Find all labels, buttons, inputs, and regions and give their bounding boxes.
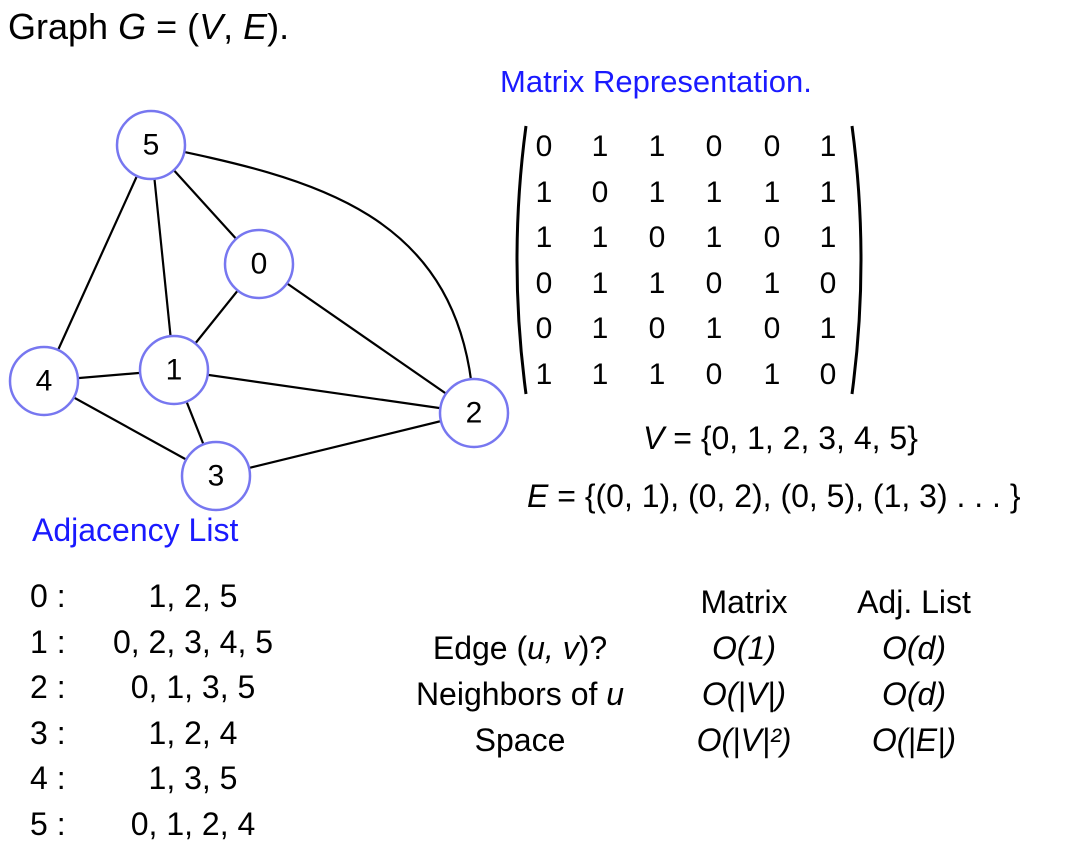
- matrix-cell-5-3: 0: [705, 357, 723, 391]
- graph-edges: [42, 143, 476, 478]
- edge-0-2: [258, 263, 475, 414]
- vertex-set: V = {0, 1, 2, 3, 4, 5}: [643, 420, 918, 456]
- edge-2-5: [150, 143, 476, 414]
- matrix-title: Matrix Representation.: [500, 64, 812, 99]
- matrix-cell-2-0: 1: [535, 221, 553, 254]
- graph-nodes: 0 1 2 3 4 5: [8, 109, 510, 512]
- matrix-cell-0-4: 0: [763, 130, 781, 163]
- matrix-cell-1-3: 1: [705, 175, 723, 209]
- matrix-cell-4-0: 0: [535, 312, 553, 345]
- node-2: 2: [438, 377, 510, 449]
- node-4-label: 4: [36, 365, 53, 398]
- adjacency-matrix: 0 1 1 0 0 1 1 0 1 1 1 1 1 1 0 1 0 1 0 1 1 0 1 0 0 1 0 1 0 1 1 1 1 0 1 0: [506, 124, 872, 396]
- node-5: 5: [115, 109, 187, 181]
- matrix-cell-2-2: 0: [648, 221, 666, 254]
- adjacency-key: 4 :: [30, 760, 66, 796]
- matrix-cell-5-5: 0: [819, 357, 837, 391]
- node-3: 3: [180, 440, 252, 512]
- complexity-matrix-cost: O(|V|): [701, 676, 787, 712]
- adjacency-key: 2 :: [30, 669, 66, 705]
- complexity-matrix-cost: O(|V|²): [696, 722, 792, 758]
- complexity-list-cost: O(|E|): [871, 722, 957, 758]
- matrix-cell-1-0: 1: [535, 175, 553, 209]
- complexity-row-label: Edge (u, v)?: [432, 630, 608, 666]
- adjacency-key: 3 :: [30, 714, 66, 751]
- matrix-cell-4-3: 1: [705, 312, 723, 345]
- complexity-row-label: Space: [474, 722, 566, 758]
- matrix-cell-3-0: 0: [535, 266, 553, 300]
- matrix-cell-5-4: 1: [763, 357, 781, 391]
- adjacency-key: 0 :: [30, 578, 66, 614]
- adjacency-neighbors: 1, 3, 5: [148, 760, 238, 796]
- matrix-cell-2-1: 1: [591, 221, 609, 254]
- matrix-cell-3-5: 0: [819, 266, 837, 300]
- node-0-label: 0: [251, 248, 268, 281]
- matrix-cell-1-5: 1: [819, 175, 837, 209]
- matrix-grid: 0 1 1 0 0 1 1 0 1 1 1 1 1 1 0 1 0 1 0 1 1 0 1 0 0 1 0 1 0 1 1 1 1 0 1 0: [528, 124, 850, 396]
- node-5-label: 5: [143, 129, 160, 162]
- node-2-circle: [438, 377, 510, 449]
- node-1-label: 1: [166, 354, 183, 387]
- adjacency-neighbors: 0, 1, 2, 4: [130, 805, 256, 842]
- matrix-cell-5-0: 1: [535, 357, 553, 391]
- matrix-cell-0-0: 0: [535, 130, 553, 163]
- matrix-cell-4-5: 1: [819, 312, 837, 345]
- complexity-list-cost: O(d): [882, 676, 946, 712]
- matrix-cell-1-1: 0: [591, 175, 609, 209]
- matrix-cell-2-5: 1: [819, 221, 837, 254]
- matrix-cell-1-2: 1: [648, 175, 666, 209]
- matrix-cell-2-3: 1: [705, 221, 723, 254]
- node-3-label: 3: [208, 460, 225, 493]
- node-3-circle: [180, 440, 252, 512]
- node-0: 0: [223, 228, 295, 300]
- node-4-circle: [8, 345, 80, 417]
- node-0-circle: [223, 228, 295, 300]
- adjacency-key: 5 :: [30, 805, 66, 842]
- matrix-cell-5-1: 1: [591, 357, 609, 391]
- matrix-cell-3-3: 0: [705, 266, 723, 300]
- matrix-cell-3-1: 1: [591, 266, 609, 300]
- adjacency-neighbors: 1, 2, 5: [148, 578, 238, 614]
- complexity-list-cost: O(d): [882, 630, 946, 666]
- matrix-cell-0-5: 1: [819, 130, 837, 163]
- matrix-cell-1-4: 1: [763, 175, 781, 209]
- adjacency-neighbors: 0, 1, 3, 5: [130, 669, 256, 705]
- matrix-cell-0-3: 0: [705, 130, 723, 163]
- matrix-right-paren: [850, 125, 863, 395]
- node-4: 4: [8, 345, 80, 417]
- matrix-cell-4-2: 0: [648, 312, 666, 345]
- edge-1-5: [149, 144, 176, 371]
- node-5-circle: [115, 109, 187, 181]
- edge-4-5: [42, 144, 153, 382]
- matrix-cell-2-4: 0: [763, 221, 781, 254]
- edge-2-3: [215, 411, 475, 478]
- complexity-header-matrix: Matrix: [700, 584, 788, 620]
- adjacency-list-title: Adjacency List: [32, 512, 239, 548]
- page-title: Graph G = (V, E).: [8, 6, 290, 47]
- matrix-cell-3-2: 1: [648, 266, 666, 300]
- adjacency-key: 1 :: [30, 623, 66, 660]
- node-1-circle: [138, 334, 210, 406]
- node-2-label: 2: [466, 397, 483, 430]
- complexity-row-label: Neighbors of u: [415, 676, 625, 712]
- complexity-header-adj-list: Adj. List: [857, 584, 971, 620]
- matrix-cell-0-1: 1: [591, 130, 609, 163]
- node-1: 1: [138, 334, 210, 406]
- edge-1-2: [173, 368, 475, 415]
- graph-diagram: 0 1 2 3 4 5: [8, 109, 510, 512]
- matrix-cell-5-2: 1: [648, 357, 666, 391]
- matrix-cell-4-4: 0: [763, 312, 781, 345]
- adjacency-neighbors: 1, 2, 4: [148, 714, 238, 751]
- complexity-matrix-cost: O(1): [712, 630, 776, 666]
- matrix-cell-0-2: 1: [648, 130, 666, 163]
- adjacency-neighbors: 0, 2, 3, 4, 5: [112, 623, 274, 660]
- matrix-cell-3-4: 1: [763, 266, 781, 300]
- matrix-left-paren: [515, 125, 528, 395]
- matrix-cell-4-1: 1: [591, 312, 609, 345]
- edge-set: E = {(0, 1), (0, 2), (0, 5), (1, 3) . . …: [527, 478, 1021, 514]
